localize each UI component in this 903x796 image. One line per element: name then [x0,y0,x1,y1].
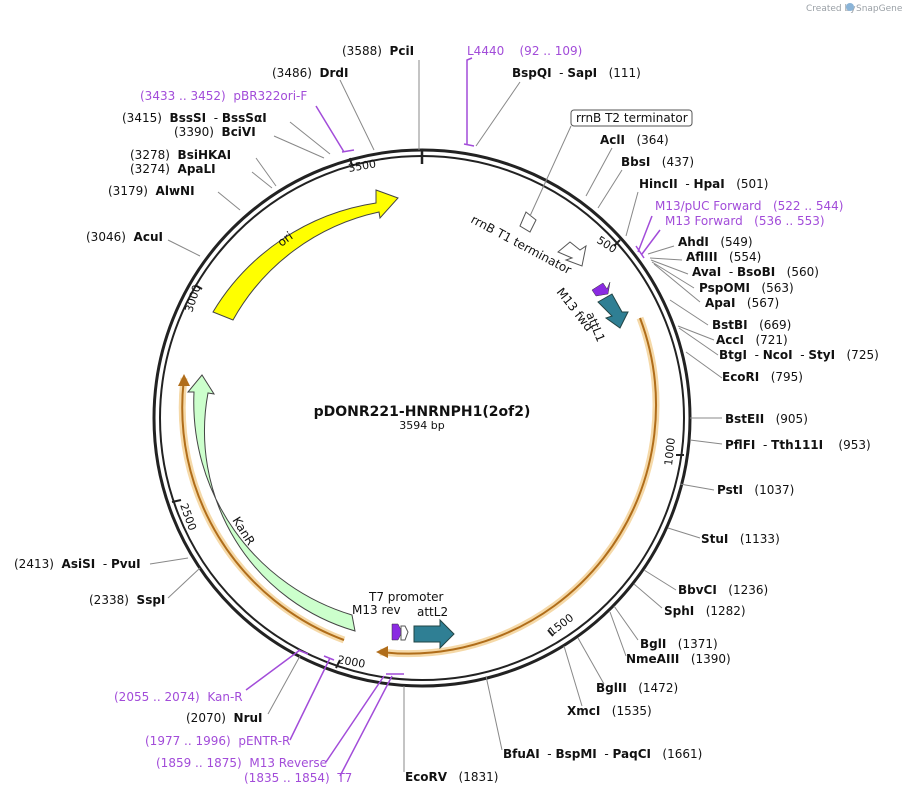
site-bsihkai[interactable]: (3278) BsiHKAI [130,148,232,162]
site-afliii[interactable]: AflIII (554) [686,250,762,264]
snapgene-credit[interactable]: Created by SnapGene [806,3,903,14]
site-ecorv[interactable]: EcoRV (1831) [405,770,499,784]
site-apali[interactable]: (3274) ApaLI [130,162,216,176]
primer-l4440[interactable]: L4440 (92 .. 109) [467,44,583,58]
site-bsssi-bsssai[interactable]: (3415) BssSI - BssSαI [122,111,267,125]
m13-rev-label: M13 rev [352,603,401,617]
insert-region-right-line [379,317,657,655]
site-acli[interactable]: AclI (364) [600,133,669,147]
primer-m13-reverse[interactable]: (1859 .. 1875) M13 Reverse [156,756,328,770]
primer-t7[interactable]: (1835 .. 1854) T7 [244,771,353,785]
rrnb-t2-leader [529,125,572,217]
rrnb-t2-box [570,109,693,127]
site-xmci[interactable]: XmcI (1535) [567,704,652,718]
site-leaders [149,60,723,772]
snapgene-logo-icon [846,3,854,11]
site-bstbi[interactable]: BstBI (669) [712,318,792,332]
insert-region-left-line [181,377,345,641]
site-ahdi[interactable]: AhdI (549) [678,235,753,249]
site-avai-bsobi[interactable]: AvaI - BsoBI (560) [692,265,819,279]
rrnb-t2-callout[interactable]: rrnB T2 terminator [529,109,693,217]
site-alwni[interactable]: (3179) AlwNI [108,184,195,198]
site-acui[interactable]: (3046) AcuI [86,230,163,244]
m13-fwd-feature[interactable] [591,281,611,297]
site-asisi-pvui[interactable]: (2413) AsiSI - PvuI [14,557,141,571]
credit-prefix: Created by [806,4,856,14]
tick-label-3500: 3500 [347,157,377,175]
site-sphi[interactable]: SphI (1282) [664,604,746,618]
site-bsteii[interactable]: BstEII (905) [725,412,808,426]
primer-kan-r[interactable]: (2055 .. 2074) Kan-R [114,690,243,704]
site-apai[interactable]: ApaI (567) [705,296,780,310]
site-pspomi[interactable]: PspOMI (563) [699,281,794,295]
site-bbvci[interactable]: BbvCI (1236) [678,583,769,597]
tick-label-3000: 3000 [182,283,203,314]
t7-promoter-feature[interactable] [400,625,409,641]
insert-region-left-arrowhead [178,374,190,386]
tick-marks [171,157,684,669]
site-bfuai-bspmi-paqci[interactable]: BfuAI - BspMI - PaqCI (1661) [503,747,703,761]
site-acci[interactable]: AccI (721) [716,333,788,347]
ori-feature[interactable] [212,189,399,321]
t7-promoter-label: T7 promoter [368,590,444,604]
tick-label-500: 500 [594,234,619,256]
kanr-feature[interactable] [186,374,356,632]
site-stui[interactable]: StuI (1133) [701,532,780,546]
attl1-feature[interactable] [597,293,629,329]
site-sspi[interactable]: (2338) SspI [89,593,166,607]
site-ecori[interactable]: EcoRI (795) [722,370,803,384]
tick-label-2000: 2000 [336,653,366,671]
plasmid-name: pDONR221-HNRNPH1(2of2) [314,404,531,420]
site-btgi-ncoi-styi[interactable]: BtgI - NcoI - StyI (725) [719,348,879,362]
site-bglii[interactable]: BglII (1472) [596,681,679,695]
tick-label-1000: 1000 [662,437,678,466]
site-bbsi[interactable]: BbsI (437) [621,155,695,169]
site-hincii-hpai[interactable]: HincII - HpaI (501) [639,177,769,191]
primer-pentr-r[interactable]: (1977 .. 1996) pENTR-R [145,734,291,748]
site-pcii[interactable]: (3588) PciI [342,44,415,58]
site-bgli[interactable]: BglI (1371) [640,637,718,651]
primer-m13-puc-forward[interactable]: M13/pUC Forward (522 .. 544) [655,199,844,213]
rrnb-t2-label: rrnB T2 terminator [576,111,688,125]
m13-rev-feature[interactable] [391,623,403,641]
site-bspqi-sapi[interactable]: BspQI - SapI (111) [512,66,641,80]
tick-label-1500: 1500 [546,611,576,638]
rrnb-t1-feature[interactable] [557,241,587,267]
rrnb-t2-feature[interactable] [519,211,537,233]
site-psti[interactable]: PstI (1037) [717,483,795,497]
credit-brand: SnapGene [856,4,903,14]
site-pflfi-tth111i[interactable]: PflFI - Tth111I (953) [725,438,871,452]
site-drdi[interactable]: (3486) DrdI [272,66,349,80]
site-nrui[interactable]: (2070) NruI [186,711,263,725]
insert-region-arrowhead [376,646,388,658]
site-nmeaiii[interactable]: NmeAIII (1390) [626,652,731,666]
plasmid-length: 3594 bp [399,419,444,432]
attl2-label: attL2 [417,605,448,619]
attl2-feature[interactable] [413,618,455,650]
primer-marks [245,57,661,777]
primer-pbr322ori-f[interactable]: (3433 .. 3452) pBR322ori-F [140,89,308,103]
primer-m13-forward[interactable]: M13 Forward (536 .. 553) [665,214,825,228]
site-bcivi[interactable]: (3390) BciVI [174,125,256,139]
